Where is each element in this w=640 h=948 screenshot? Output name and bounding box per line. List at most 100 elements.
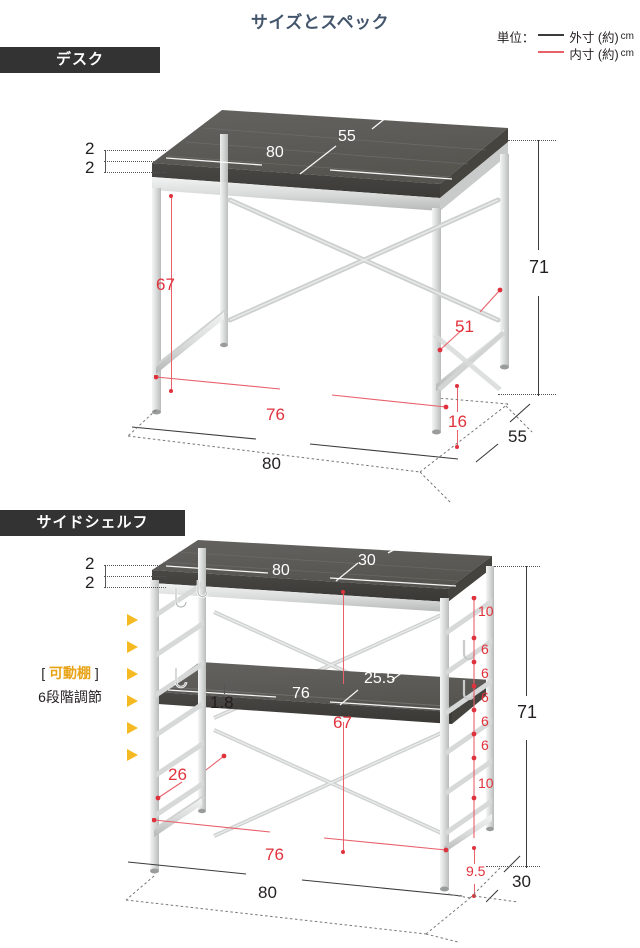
shelf-inner-width-group [152,818,452,858]
desk-inner-width-label: 76 [266,405,285,424]
bracket-close: ] [94,665,99,681]
desk-thickness-leader-3 [104,172,166,173]
shelf-total-height-line-lower [526,740,527,868]
legend-swatch-outer-icon [538,34,565,36]
desk-bottom-rail-line-lower [457,430,458,447]
shelf-position-arrow-2-icon [127,641,138,653]
shelf-height-leader-bottom [486,866,540,867]
desk-inner-height-line [171,196,172,391]
shelf-thickness-leader-2 [104,576,166,577]
desk-height-leader-top [508,140,556,141]
desk-top-thickness-1: 2 [85,139,95,158]
desk-bottom-rail-dot-top [455,384,459,388]
desk-thickness-leader-1 [104,150,166,151]
shelf-leg-depth-svg [155,753,227,801]
adjustable-shelf-caption: [ 可動棚 ] 6段階調節 [6,663,134,707]
shelf-pitch-2-label: 6 [481,665,489,681]
desk-diagram [0,88,640,508]
desk-total-height-line-upper [538,140,539,250]
shelf-thickness-leader-3 [104,587,166,588]
section-banner-desk: デスク [0,47,160,73]
shelf-outer-depth-svg [486,855,521,903]
desk-outer-width-label: 80 [262,454,281,473]
shelf-inner-height-line-lower [343,722,344,852]
desk-inner-width-svg [154,375,449,410]
shelf-inner-height-dot-bottom [341,850,345,854]
shelf-position-arrow-6-icon [127,749,138,761]
desk-inner-height-dot-bottom [169,389,173,393]
desk-top-depth-label: 55 [338,128,356,145]
legend-unit-label: 単位： [496,31,535,45]
desk-inner-height-label: 67 [156,275,175,294]
shelf-leg-depth-label: 26 [168,765,187,784]
bracket-open: [ [41,665,46,681]
shelf-pitch-bottom-label: 10 [478,775,494,791]
shelf-pitch-top-label: 10 [478,603,494,619]
shelf-foot-line-upper [474,848,475,864]
adjustable-shelf-caption-line2: 6段階調節 [38,689,102,705]
shelf-height-leader-top [494,566,540,567]
legend: 単位： 外寸 (約) cm 内寸 (約) cm [404,28,634,62]
shelf-inner-height-line-upper [343,592,344,684]
legend-inner-unit: cm [620,48,634,59]
desk-ground-svg [127,398,533,503]
shelf-pitch-1-label: 6 [481,641,489,657]
desk-diagonal-svg [437,287,503,353]
shelf-position-arrow-5-icon [127,722,138,734]
shelf-position-arrow-4-icon [127,695,138,707]
shelf-middle-depth-label: 25.5 [364,670,396,687]
shelf-top-thickness-2: 2 [85,573,95,592]
legend-row-inner: 内寸 (約) cm [404,45,634,62]
desk-top-thickness-2: 2 [85,158,95,177]
desk-ground-outline [120,398,540,508]
desk-bottom-rail-line-upper [457,386,458,412]
shelf-position-arrow-1-icon [127,614,138,626]
page-title: サイズとスペック [250,13,390,32]
desk-bottom-rail-label: 16 [448,412,467,431]
shelf-outer-depth-label: 30 [512,872,531,891]
desk-bottom-rail-dot-bottom [455,445,459,449]
shelf-thickness-leader-1 [104,565,166,566]
shelf-inner-height-dot-top [341,590,345,594]
shelf-inner-height-label: 67 [333,713,352,732]
desk-outer-width-group [128,425,468,475]
side-shelf-diagram [0,540,640,940]
shelf-inner-width-label: 76 [265,845,284,864]
legend-inner-label: 内寸 (約) [569,48,619,62]
shelf-foot-label: 9.5 [466,863,486,879]
desk-illustration-svg [152,104,509,435]
desk-thickness-leader-2 [104,161,166,162]
side-shelf-illustration-svg [150,540,494,892]
legend-outer-unit: cm [620,31,634,42]
desk-outer-depth-group [464,400,544,480]
legend-outer-label: 外寸 (約) [569,31,619,45]
shelf-outer-depth-group [486,852,556,922]
desk-diagonal-label: 51 [455,317,474,336]
desk-inner-width-group [154,375,454,415]
shelf-pitch-4-label: 6 [481,713,489,729]
shelf-pitch-3-label: 6 [481,689,489,705]
shelf-foot-dot-top [472,846,476,850]
desk-thickness-tick [105,150,106,172]
shelf-thickness-label: 1.8 [210,693,234,712]
adjustable-shelf-keyword: 可動棚 [49,665,91,681]
shelf-top-thickness-1: 2 [85,554,95,573]
desk-total-height-line-lower [538,296,539,396]
shelf-thickness-label-tick [224,683,225,694]
shelf-foot-line-lower [474,884,475,896]
desk-diagonal-group [430,280,520,360]
shelf-outer-width-group [124,858,474,908]
shelf-outer-width-svg [127,861,463,897]
legend-swatch-inner-icon [538,51,565,53]
shelf-thickness-tick [105,565,106,587]
shelf-top-depth-label: 30 [358,552,376,569]
desk-outer-depth-svg [475,403,531,463]
shelf-pitch-5-label: 6 [481,737,489,753]
desk-top-width-label: 80 [266,144,284,161]
shelf-outer-width-label: 80 [258,883,277,902]
legend-row-outer: 単位： 外寸 (約) cm [404,28,634,45]
shelf-ground-svg [125,867,519,943]
shelf-total-height-line-upper [526,566,527,696]
section-banner-side-shelf: サイドシェルフ [0,510,185,536]
desk-height-leader-bottom [498,394,556,395]
